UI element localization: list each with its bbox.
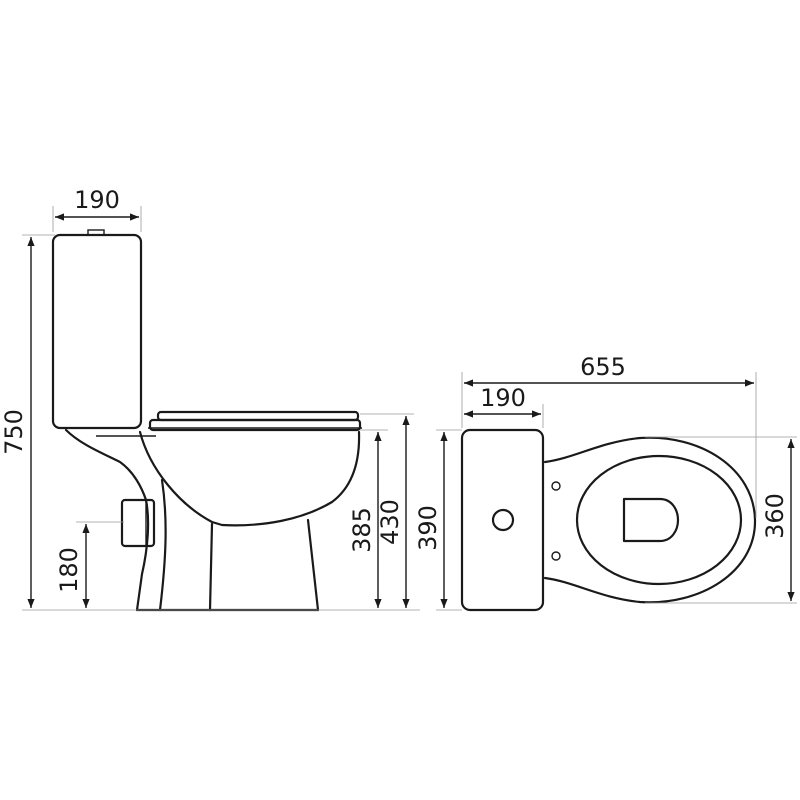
dim-rim-height: 430 [376,416,410,608]
dim-bowl-width: 360 [761,439,795,601]
hinge-hole-top-icon [551,481,561,491]
dim-top-tank-depth: 190 [464,384,541,418]
dim-outlet-height-label: 180 [55,547,83,593]
dim-total-height: 750 [0,237,35,608]
top-extension-lines [436,372,797,611]
dim-bowl-width-label: 360 [761,493,789,539]
cistern-top [460,428,545,612]
flush-button-icon [491,508,515,532]
hinge-hole-bottom-icon [551,551,561,561]
dim-tank-width: 390 [414,432,448,608]
bowl-top [543,436,757,604]
dim-side-tank-depth: 190 [55,186,139,221]
dim-outlet-height: 180 [55,524,90,608]
dim-seat-height: 385 [348,432,382,608]
side-view: 190 750 180 385 430 [0,186,420,612]
dim-total-length: 655 [464,353,754,387]
bowl-side [64,428,361,612]
side-extension-lines [22,206,420,611]
dim-top-tank-depth-label: 190 [480,384,526,412]
dim-seat-height-label: 385 [348,507,376,553]
dim-total-height-label: 750 [0,409,28,455]
dim-tank-width-label: 390 [414,505,442,551]
dim-rim-height-label: 430 [376,499,404,545]
dim-side-tank-depth-label: 190 [74,186,120,214]
dim-total-length-label: 655 [580,353,626,381]
top-view: 655 190 390 360 [414,353,797,612]
seat-side [148,410,362,432]
cistern-side [51,229,143,430]
